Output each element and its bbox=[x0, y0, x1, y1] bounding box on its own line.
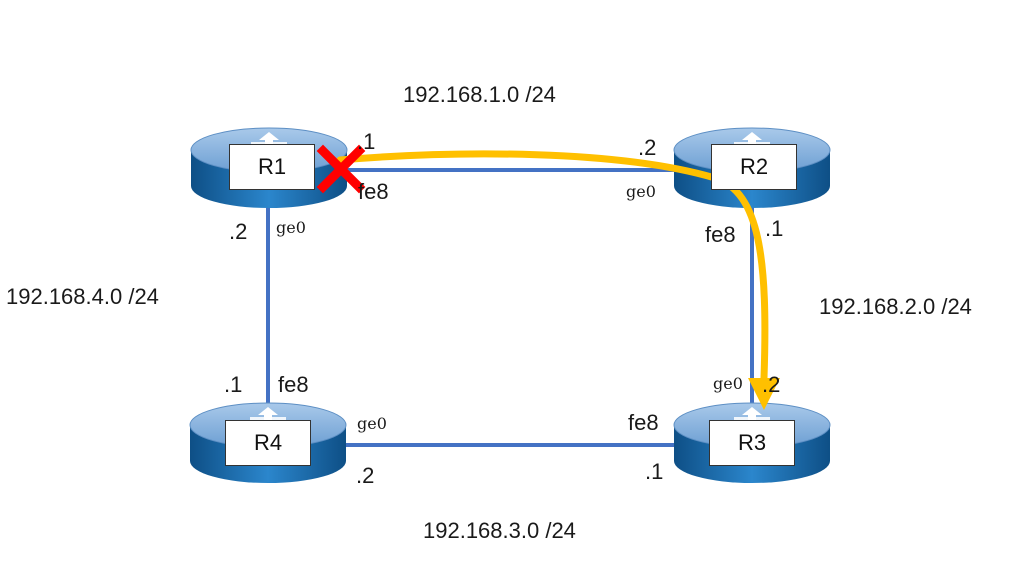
r1-host-address-right: .1 bbox=[357, 129, 376, 154]
x-mark-icon bbox=[316, 144, 366, 194]
r1-interface-right: fe8 bbox=[358, 179, 389, 204]
router-r4-label: R4 bbox=[225, 420, 311, 466]
network-label-r4-r1: 192.168.4.0 /24 bbox=[6, 284, 159, 309]
r4-host-address-right: .2 bbox=[356, 463, 375, 488]
r2-host-address-left: .2 bbox=[638, 135, 657, 160]
r3-interface-left: fe8 bbox=[628, 410, 659, 435]
r2-interface-left: ge0 bbox=[626, 182, 656, 201]
r3-interface-up: ge0 bbox=[713, 374, 743, 393]
r1-interface-down: ge0 bbox=[276, 218, 306, 237]
router-r1-label: R1 bbox=[229, 144, 315, 190]
network-label-r2-r3: 192.168.2.0 /24 bbox=[819, 294, 972, 319]
network-label-r3-r4: 192.168.3.0 /24 bbox=[423, 518, 576, 543]
r3-host-address-left: .1 bbox=[645, 459, 664, 484]
r2-interface-down: fe8 bbox=[705, 222, 736, 247]
r4-host-address-up: .1 bbox=[224, 372, 243, 397]
r4-interface-right: ge0 bbox=[357, 414, 387, 433]
reroute-arrowhead bbox=[748, 378, 780, 410]
reroute-arrow bbox=[336, 150, 769, 382]
router-r2-label: R2 bbox=[711, 144, 797, 190]
router-r3-label: R3 bbox=[709, 420, 795, 466]
network-label-r1-r2: 192.168.1.0 /24 bbox=[403, 82, 556, 107]
r3-host-address-up: .2 bbox=[762, 372, 781, 397]
r2-host-address-down: .1 bbox=[765, 216, 784, 241]
r1-host-address-down: .2 bbox=[229, 219, 248, 244]
r4-interface-up: fe8 bbox=[278, 372, 309, 397]
